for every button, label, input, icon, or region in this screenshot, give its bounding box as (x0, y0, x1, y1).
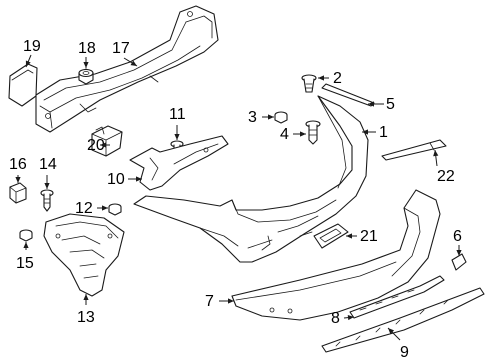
arrowhead (130, 60, 137, 66)
callout-9: 9 (400, 344, 409, 360)
callout-22: 22 (437, 168, 455, 185)
part-21-plate-bracket (313, 223, 349, 249)
part-20-module (91, 125, 123, 157)
part-6-reflector (451, 253, 467, 271)
arrowhead (268, 114, 274, 120)
part-2-clip (301, 74, 317, 93)
arrowhead (433, 150, 439, 157)
part-9-diffuser (321, 287, 485, 353)
callout-labels: 19 18 17 2 5 3 4 1 11 20 10 22 16 14 12 … (9, 38, 462, 360)
arrowhead (347, 315, 354, 321)
callout-20: 20 (87, 137, 105, 154)
arrowhead (23, 242, 29, 248)
callout-15: 15 (16, 255, 34, 272)
arrowhead (174, 134, 180, 140)
arrowhead (388, 328, 395, 335)
part-13-mount-bracket (43, 213, 125, 297)
part-8-strip (349, 275, 445, 319)
callout-8: 8 (331, 310, 340, 327)
arrowhead (456, 250, 462, 256)
part-17-reinforcement-bar (35, 5, 219, 133)
arrowhead (362, 129, 368, 135)
part-18-nut (78, 68, 94, 85)
arrowhead (100, 142, 106, 148)
callout-6: 6 (453, 228, 462, 245)
part-14-screw (40, 189, 54, 212)
callout-11: 11 (169, 106, 186, 123)
callout-16: 16 (9, 156, 27, 173)
part-3-nut (274, 111, 288, 124)
callout-10: 10 (107, 171, 125, 188)
callout-19: 19 (23, 38, 41, 55)
arrowhead (15, 177, 21, 183)
callout-5: 5 (386, 96, 395, 113)
arrowhead (25, 60, 31, 67)
arrowhead (44, 183, 50, 189)
callout-1: 1 (379, 124, 388, 141)
part-1-bumper-cover (133, 95, 369, 263)
part-19-pad (8, 63, 38, 107)
callout-7: 7 (205, 293, 214, 310)
part-4-rivet (305, 120, 321, 145)
callout-13: 13 (77, 309, 95, 326)
callout-12: 12 (75, 200, 93, 217)
arrowhead (318, 75, 324, 81)
part-12-nut (108, 203, 122, 216)
callout-14: 14 (39, 156, 57, 173)
callout-4: 4 (280, 126, 289, 143)
arrowhead (368, 101, 374, 107)
arrowhead (228, 298, 234, 304)
callout-3: 3 (248, 109, 257, 126)
part-22-trim-molding (381, 139, 447, 161)
arrowhead (300, 131, 306, 137)
part-15-nut (19, 229, 33, 242)
arrowhead (346, 233, 352, 239)
part-16-clip (9, 182, 27, 204)
callout-17: 17 (112, 40, 130, 57)
callout-18: 18 (78, 40, 96, 57)
part-7-lower-cover (231, 189, 441, 321)
arrowhead (136, 176, 142, 182)
arrowhead (83, 294, 89, 300)
arrowhead (83, 62, 89, 68)
callout-2: 2 (333, 70, 342, 87)
arrowhead (102, 205, 108, 211)
part-10-side-bracket (129, 135, 229, 191)
callout-21: 21 (360, 228, 378, 245)
